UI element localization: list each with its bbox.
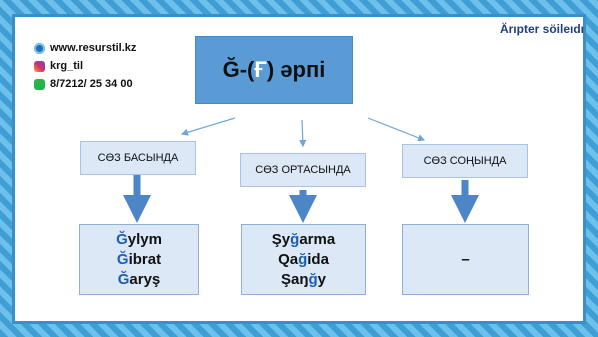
- website-text: www.resurstil.kz: [50, 42, 137, 54]
- word-box-start: Ğylym Ğibrat Ğaryş: [79, 224, 199, 295]
- phone-icon: [34, 78, 45, 90]
- arrow-title-to-start: [180, 117, 236, 136]
- phone-text: 8/7212/ 25 34 00: [50, 78, 133, 90]
- header-middle: СӨЗ ОРТАСЫНДА: [240, 153, 366, 187]
- arrow-title-to-end: [367, 117, 426, 142]
- empty-mark: –: [461, 250, 470, 268]
- instagram-icon: [34, 60, 45, 72]
- title-main: Ğ-(: [222, 57, 255, 82]
- word-box-middle: Şyğarma Qağida Şaŋğy: [241, 224, 366, 295]
- word-box-end: –: [402, 224, 529, 295]
- globe-icon: [34, 42, 45, 54]
- header-end: СӨЗ СОҢЫНДА: [402, 144, 528, 178]
- arrow-title-to-middle: [299, 119, 307, 148]
- tagline: Ärıpter söileıdı: [499, 22, 584, 36]
- title-special-letter: Ғ: [254, 57, 267, 82]
- word-4: Şyğarma: [271, 230, 336, 248]
- word-1: Ğylym: [116, 230, 162, 248]
- instagram-contact: krg_til: [34, 60, 83, 72]
- title-box: Ğ-(Ғ) әрпі: [195, 36, 353, 104]
- phone-contact: 8/7212/ 25 34 00: [34, 78, 133, 90]
- instagram-text: krg_til: [50, 60, 84, 72]
- word-3: Ğaryş: [117, 270, 161, 288]
- word-5: Qağida: [278, 250, 329, 268]
- word-6: Şaŋğy: [280, 270, 327, 288]
- header-start: СӨЗ БАСЫНДА: [80, 141, 196, 175]
- website-contact: www.resurstil.kz: [34, 42, 136, 54]
- title-close: ) әрпі: [266, 57, 326, 82]
- word-2: Ğibrat: [116, 250, 162, 268]
